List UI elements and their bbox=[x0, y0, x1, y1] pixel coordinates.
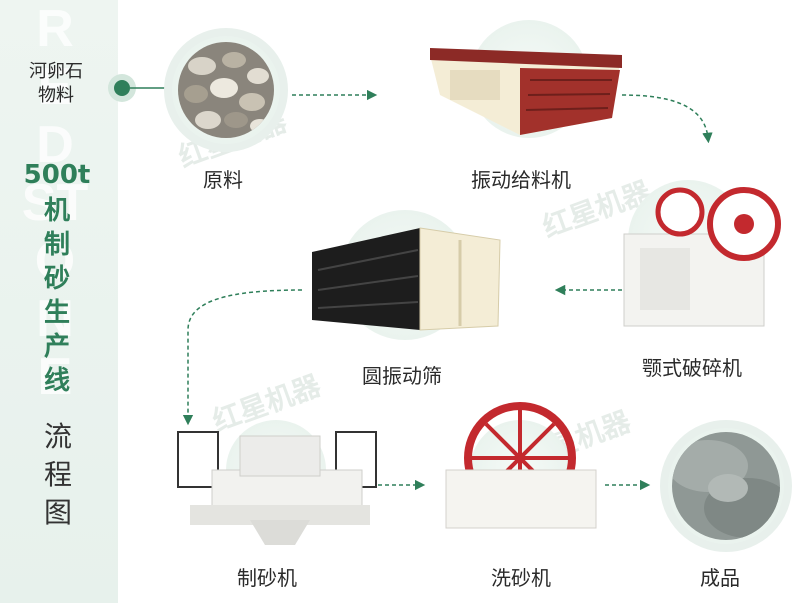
line-name-char: 机 bbox=[43, 196, 70, 226]
process-title-char: 流 bbox=[43, 420, 72, 453]
left-panel: RED STONE bbox=[0, 0, 118, 603]
line-capacity: 500t bbox=[23, 160, 91, 190]
arrow-feeder-to-jaw bbox=[621, 94, 713, 144]
step-label-raw: 原料 bbox=[203, 168, 243, 192]
step-label-screen: 圆振动筛 bbox=[362, 364, 442, 388]
line-name: 机制砂生产线 bbox=[22, 194, 92, 398]
raw-material-circle bbox=[164, 28, 288, 152]
line-title: 500t 机制砂生产线 bbox=[22, 160, 92, 398]
process-title-char: 程 bbox=[43, 458, 72, 491]
line-name-char: 制 bbox=[43, 230, 70, 260]
input-dot bbox=[114, 80, 130, 96]
pebbles-icon bbox=[178, 42, 274, 138]
step-label-product: 成品 bbox=[700, 566, 740, 590]
sand-product-icon bbox=[672, 432, 780, 540]
process-title-char: 图 bbox=[43, 496, 72, 529]
line-name-char: 产 bbox=[43, 332, 70, 362]
process-title: 流程图 bbox=[36, 418, 80, 532]
line-name-char: 砂 bbox=[43, 264, 70, 294]
step-label-feeder: 振动给料机 bbox=[471, 168, 571, 192]
line-name-char: 生 bbox=[43, 298, 70, 328]
vertical-watermark: RED STONE bbox=[21, 0, 89, 406]
product-circle bbox=[660, 420, 792, 552]
step-label-jaw: 颚式破碎机 bbox=[642, 356, 742, 380]
input-material-label: 河卵石物料 bbox=[29, 61, 83, 106]
step-label-washer: 洗砂机 bbox=[491, 566, 551, 590]
step-label-sandmaker: 制砂机 bbox=[237, 566, 297, 590]
line-name-char: 线 bbox=[43, 366, 70, 396]
arrow-screen-to-sandmaker bbox=[182, 289, 303, 426]
